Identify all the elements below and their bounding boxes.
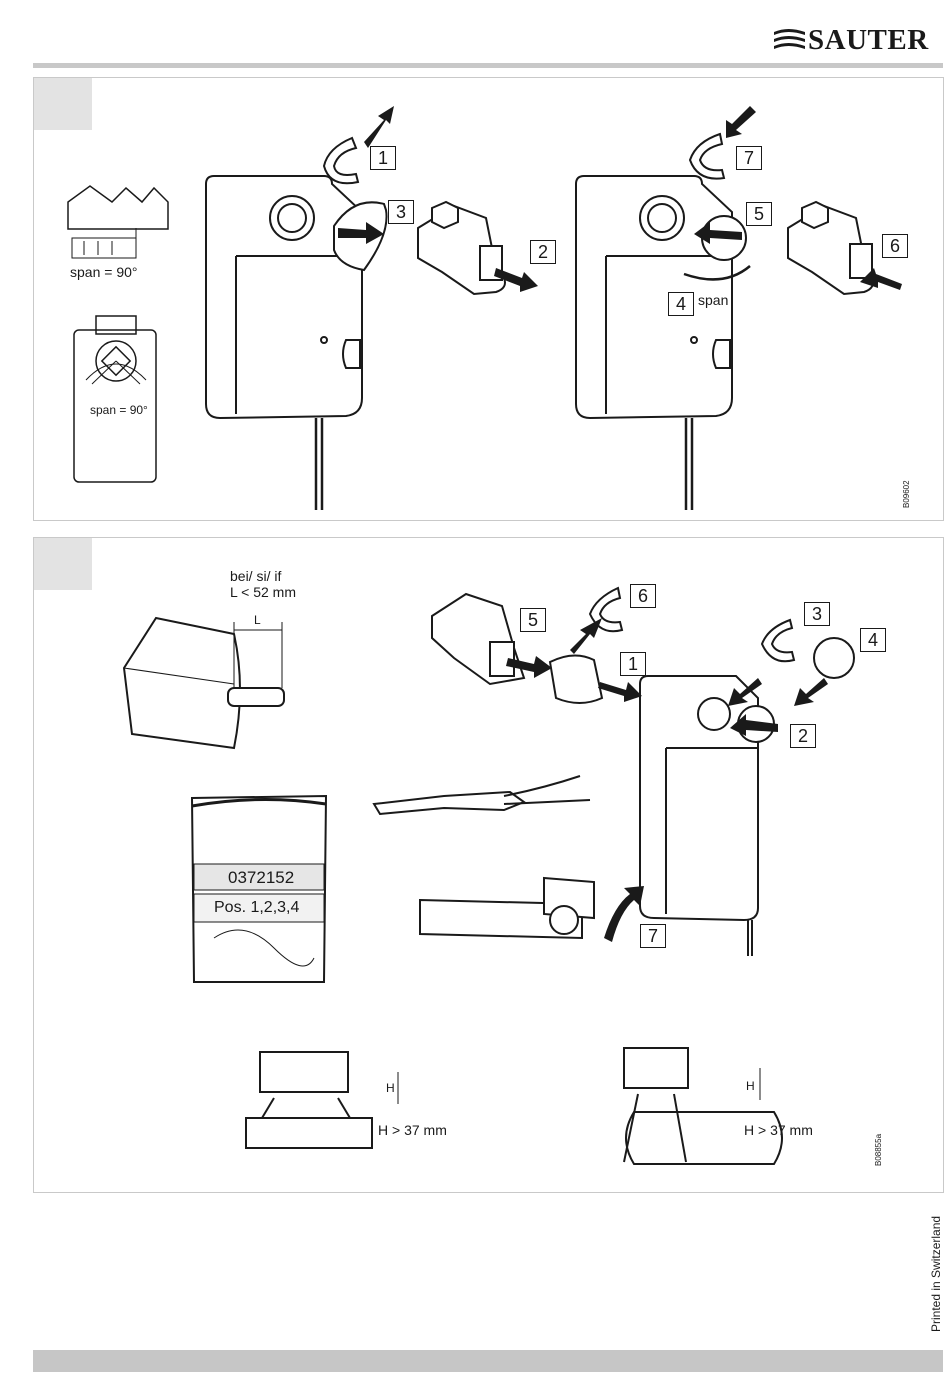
actuator-right	[576, 176, 750, 510]
step-5-marker: 5	[520, 608, 546, 632]
panel-mounting-steps: bei/ si/ if L < 52 mm L 0372152 Pos. 1,2…	[33, 537, 944, 1193]
linkage-right	[788, 202, 873, 294]
header-rule	[33, 63, 943, 68]
step-6-marker: 6	[630, 584, 656, 608]
footer-bar	[33, 1350, 943, 1372]
step-4-marker: 4	[668, 292, 694, 316]
shaft-note-line1: bei/ si/ if	[230, 568, 281, 584]
shaft-note-line2: L < 52 mm	[230, 584, 296, 600]
pipe-mount-diagram	[624, 1048, 782, 1164]
duct-mount-diagram	[246, 1052, 398, 1148]
pipe-height-dim: H	[746, 1078, 755, 1094]
actuator-assembly-drawing	[34, 78, 943, 520]
shaft-dim-label: L	[254, 612, 261, 628]
bag-pos-label: Pos. 1,2,3,4	[214, 900, 299, 916]
span-arrow-label: span	[698, 292, 728, 308]
step-1-marker: 1	[370, 146, 396, 170]
step-7-marker: 7	[736, 146, 762, 170]
brand-name: SAUTER	[808, 24, 929, 56]
linkage-left	[418, 202, 505, 294]
mounting-bracket	[420, 878, 594, 938]
printed-in-note: Printed in Switzerland	[929, 1216, 943, 1332]
duct-height-note: H > 37 mm	[378, 1122, 447, 1138]
step-2-marker: 2	[530, 240, 556, 264]
pliers-and-lever	[374, 776, 590, 814]
pipe-height-note: H > 37 mm	[744, 1122, 813, 1138]
building-icon	[68, 186, 168, 258]
step-3-marker: 3	[388, 200, 414, 224]
span-house-label: span = 90°	[70, 264, 137, 280]
parts-bag	[192, 796, 326, 982]
step-4-marker: 4	[860, 628, 886, 652]
mounting-plate-icon	[74, 316, 156, 482]
sauter-logo-mark-icon	[772, 24, 808, 56]
step-7-marker: 7	[640, 924, 666, 948]
panel-installation-steps: span = 90° span = 90° span 1 2 3 4 5 6 7…	[33, 77, 944, 521]
sauter-logo: SAUTER	[772, 24, 944, 56]
actuator-body	[640, 676, 774, 956]
damper-shaft	[124, 618, 284, 748]
drawing-code-bottom: B08855a	[874, 1134, 883, 1166]
mounting-assembly-drawing	[34, 538, 943, 1192]
duct-height-dim: H	[386, 1080, 395, 1096]
step-3-marker: 3	[804, 602, 830, 626]
span-plate-label: span = 90°	[90, 402, 148, 418]
step-2-marker: 2	[790, 724, 816, 748]
step-5-marker: 5	[746, 202, 772, 226]
drawing-code-top: B09602	[902, 480, 911, 508]
step-1-marker: 1	[620, 652, 646, 676]
bag-code-label: 0372152	[228, 870, 294, 886]
step-6-marker: 6	[882, 234, 908, 258]
